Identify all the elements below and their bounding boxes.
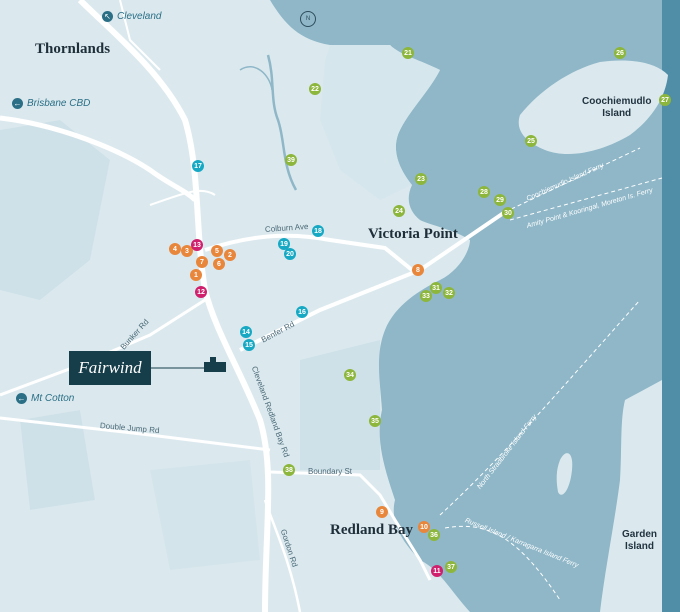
road-boundary <box>269 470 432 581</box>
road-label-boundary: Boundary St <box>308 467 353 476</box>
map-marker[interactable]: 3 <box>181 245 193 257</box>
map-marker[interactable]: 38 <box>283 464 295 476</box>
map-marker[interactable]: 22 <box>309 83 321 95</box>
map-marker[interactable]: 12 <box>195 286 207 298</box>
coochiemudlo-island <box>518 60 668 155</box>
direction-cleveland-label: Cleveland <box>117 11 162 22</box>
garden-island <box>600 380 662 612</box>
map-marker[interactable]: 7 <box>196 256 208 268</box>
map-marker[interactable]: 39 <box>285 154 297 166</box>
town-thornlands: Thornlands <box>35 41 111 57</box>
north-arrow-icon: N <box>300 11 316 27</box>
map-marker[interactable]: 11 <box>431 565 443 577</box>
island-coochiemudlo-line2: Island <box>602 108 632 119</box>
direction-mt-cotton-label: Mt Cotton <box>31 393 75 404</box>
creek-branch <box>239 66 273 91</box>
map-marker[interactable]: 5 <box>211 245 223 257</box>
site-marker-icon <box>210 357 216 363</box>
map-marker[interactable]: 8 <box>412 264 424 276</box>
town-victoria-point: Victoria Point <box>368 226 458 242</box>
site-marker-icon <box>204 362 226 372</box>
direction-brisbane[interactable]: ← Brisbane CBD <box>12 98 90 109</box>
land-patch <box>0 120 110 300</box>
map-marker[interactable]: 32 <box>443 287 455 299</box>
ferry-route-coochie <box>504 147 641 213</box>
land-patch <box>150 460 260 570</box>
island-garden-line1: Garden <box>622 529 658 540</box>
map-marker[interactable]: 14 <box>240 326 252 338</box>
map-marker[interactable]: 36 <box>428 529 440 541</box>
map-marker[interactable]: 33 <box>420 290 432 302</box>
land-patch <box>20 410 95 510</box>
creek <box>266 54 298 191</box>
map-marker[interactable]: 24 <box>393 205 405 217</box>
island-coochiemudlo-line1: Coochiemudlo <box>582 96 652 107</box>
ferry-route-amity <box>509 177 663 221</box>
road-minor <box>119 0 161 71</box>
road-double-jump <box>0 416 271 452</box>
road-brisbane <box>0 115 197 202</box>
map-marker[interactable]: 2 <box>224 249 236 261</box>
map-marker[interactable]: 17 <box>192 160 204 172</box>
direction-brisbane-label: Brisbane CBD <box>27 98 91 109</box>
arrow-left-icon: ← <box>12 98 23 109</box>
map-marker[interactable]: 31 <box>430 282 442 294</box>
map-marker[interactable]: 23 <box>415 173 427 185</box>
map-marker[interactable]: 30 <box>502 207 514 219</box>
map-marker[interactable]: 27 <box>659 94 671 106</box>
ferry-route-russell <box>444 525 561 601</box>
deep-water <box>662 0 680 612</box>
direction-cleveland[interactable]: ↖ Cleveland <box>102 11 161 22</box>
small-islet <box>556 453 573 495</box>
island-garden: Garden Island <box>622 529 657 553</box>
arrow-left-icon: ← <box>16 393 27 404</box>
island-garden-line2: Island <box>625 541 654 552</box>
map-marker[interactable]: 28 <box>478 186 490 198</box>
map-marker[interactable]: 9 <box>376 506 388 518</box>
map-marker[interactable]: 19 <box>278 238 290 250</box>
fairwind-logo[interactable]: Fairwind <box>69 351 151 385</box>
map-marker[interactable]: 18 <box>312 225 324 237</box>
road-bunker <box>0 298 206 397</box>
compass-label: N <box>305 16 311 22</box>
map-marker[interactable]: 1 <box>190 269 202 281</box>
map-marker[interactable]: 26 <box>614 47 626 59</box>
map-marker[interactable]: 16 <box>296 306 308 318</box>
map-marker[interactable]: 15 <box>243 339 255 351</box>
map-marker[interactable]: 10 <box>418 521 430 533</box>
arrow-up-left-icon: ↖ <box>102 11 113 22</box>
road-gordon <box>263 499 302 612</box>
map-marker[interactable]: 20 <box>284 248 296 260</box>
town-redland-bay: Redland Bay <box>330 522 413 538</box>
map-marker[interactable]: 29 <box>494 194 506 206</box>
road-minor <box>149 189 216 206</box>
road-colburn <box>204 233 414 272</box>
island-coochiemudlo: Coochiemudlo Island <box>582 96 651 120</box>
map-marker[interactable]: 6 <box>213 258 225 270</box>
ferry-route-northstrad <box>439 299 641 516</box>
land-patch <box>300 340 380 470</box>
map-marker[interactable]: 21 <box>402 47 414 59</box>
map-marker[interactable]: 35 <box>369 415 381 427</box>
map-marker[interactable]: 4 <box>169 243 181 255</box>
road-benfer <box>239 210 507 352</box>
map-marker[interactable]: 37 <box>445 561 457 573</box>
direction-mt-cotton[interactable]: ← Mt Cotton <box>16 393 74 404</box>
map-marker[interactable]: 13 <box>191 239 203 251</box>
peninsula <box>320 45 440 200</box>
map-marker[interactable]: 25 <box>525 135 537 147</box>
map-marker[interactable]: 34 <box>344 369 356 381</box>
